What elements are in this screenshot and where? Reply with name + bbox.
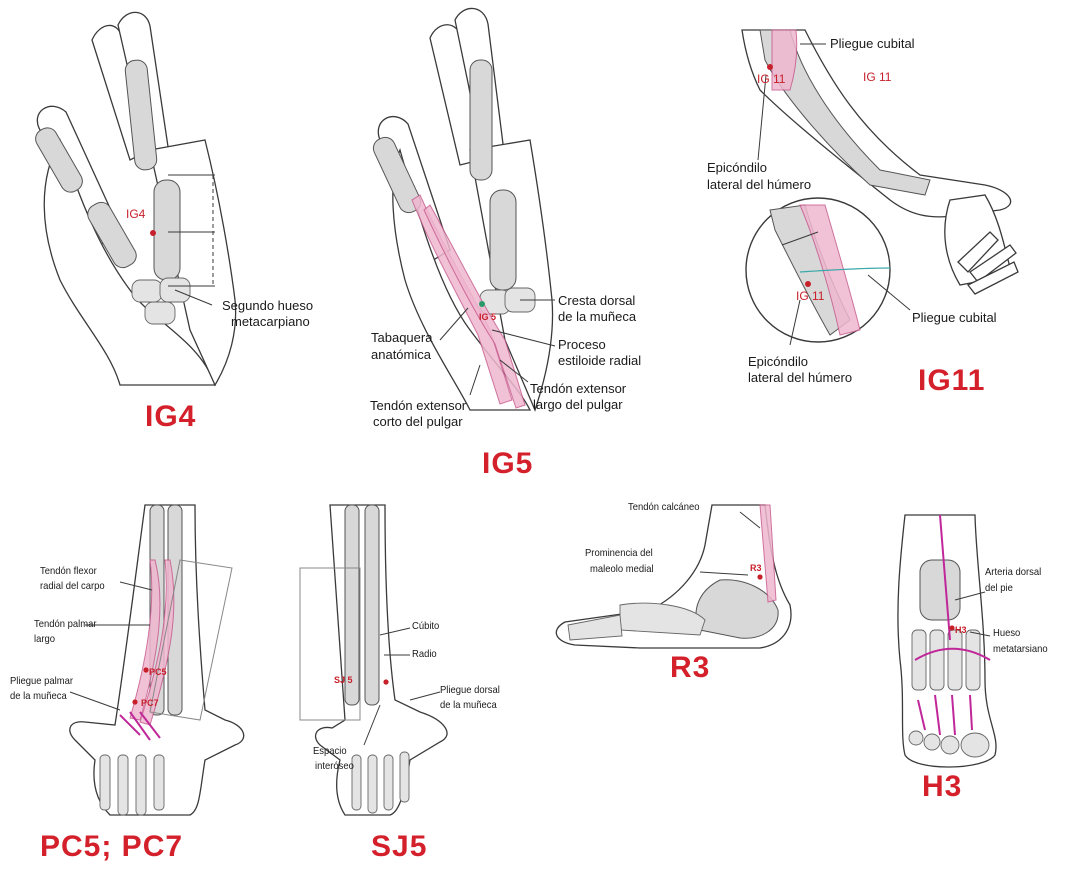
pc7-point-label: PC7 <box>141 698 159 708</box>
sj5-espacio-label-2: interóseo <box>315 760 354 773</box>
r3-prominencia-label-1: Prominencia del <box>585 547 653 560</box>
sj5-pliegue-label-2: de la muñeca <box>440 699 497 712</box>
sj5-espacio-label-1: Espacio <box>313 745 347 758</box>
pc-palmar-label-1: Tendón palmar <box>34 618 97 631</box>
ig11-pliegue-top-label: Pliegue cubital <box>830 36 915 52</box>
ig11-point-top-right-label: IG 11 <box>863 70 891 84</box>
pc-title: PC5; PC7 <box>40 830 183 864</box>
sj5-cubito-label: Cúbito <box>412 620 439 633</box>
pc-flexor-label-1: Tendón flexor <box>40 565 97 578</box>
ig11-epicondilo-top-label-1: Epicóndilo <box>707 160 767 176</box>
ig5-title: IG5 <box>482 447 533 481</box>
ig5-tendon-corto-label-2: corto del pulgar <box>373 414 463 430</box>
r3-point-label: R3 <box>750 563 762 573</box>
ig5-tendon-corto-label-1: Tendón extensor <box>370 398 466 414</box>
sj5-point-label: SJ 5 <box>334 675 353 685</box>
sj5-pliegue-label-1: Pliegue dorsal <box>440 684 500 697</box>
ig5-point-label: IG 5 <box>479 312 496 322</box>
ig11-epicondilo-circle-label-1: Epicóndilo <box>748 354 808 370</box>
ig5-proceso-label-1: Proceso <box>558 337 606 353</box>
ig11-epicondilo-top-label-2: lateral del húmero <box>707 177 811 193</box>
pc-pliegue-label-2: de la muñeca <box>10 690 67 703</box>
h3-hueso-label-1: Hueso <box>993 627 1020 640</box>
h3-hueso-label-2: metatarsiano <box>993 643 1048 656</box>
h3-foot-illustration <box>898 515 996 767</box>
pc5-point-label: PC5 <box>149 667 167 677</box>
r3-tendon-label: Tendón calcáneo <box>628 501 699 514</box>
sj5-title: SJ5 <box>371 830 427 864</box>
ig5-cresta-label-2: de la muñeca <box>558 309 636 325</box>
pc-forearm-illustration <box>70 505 244 815</box>
sj5-radio-label: Radio <box>412 648 437 661</box>
ig5-tabaquera-label-1: Tabaquera <box>371 330 432 346</box>
ig5-tabaquera-label-2: anatómica <box>371 347 431 363</box>
r3-prominencia-label-2: maleolo medial <box>590 563 654 576</box>
ig5-proceso-label-2: estiloide radial <box>558 353 641 369</box>
ig4-hand-illustration <box>32 12 236 385</box>
pc-flexor-label-2: radial del carpo <box>40 580 105 593</box>
h3-title: H3 <box>922 770 962 804</box>
r3-title: R3 <box>670 651 710 685</box>
ig11-title: IG11 <box>918 364 985 398</box>
ig11-point-circle-label: IG 11 <box>796 289 824 303</box>
ig4-point-label: IG4 <box>126 207 145 221</box>
ig5-tendon-largo-label-2: largo del pulgar <box>533 397 623 413</box>
ig11-point-top-label: IG 11 <box>757 72 785 86</box>
h3-point-label: H3 <box>955 625 967 635</box>
pc-palmar-label-2: largo <box>34 633 55 646</box>
h3-arteria-label-1: Arteria dorsal <box>985 566 1041 579</box>
ig4-metacarpal-label-1: Segundo hueso <box>222 298 313 314</box>
ig4-title: IG4 <box>145 400 196 434</box>
ig5-tendon-largo-label-1: Tendón extensor <box>530 381 626 397</box>
h3-arteria-label-2: del pie <box>985 582 1013 595</box>
ig11-epicondilo-circle-label-2: lateral del húmero <box>748 370 852 386</box>
pc-pliegue-label-1: Pliegue palmar <box>10 675 73 688</box>
ig5-cresta-label-1: Cresta dorsal <box>558 293 635 309</box>
ig11-zoom-circle <box>746 198 910 345</box>
r3-foot-illustration <box>556 505 791 648</box>
ig11-pliegue-circle-label: Pliegue cubital <box>912 310 997 326</box>
ig4-metacarpal-label-2: metacarpiano <box>231 314 310 330</box>
